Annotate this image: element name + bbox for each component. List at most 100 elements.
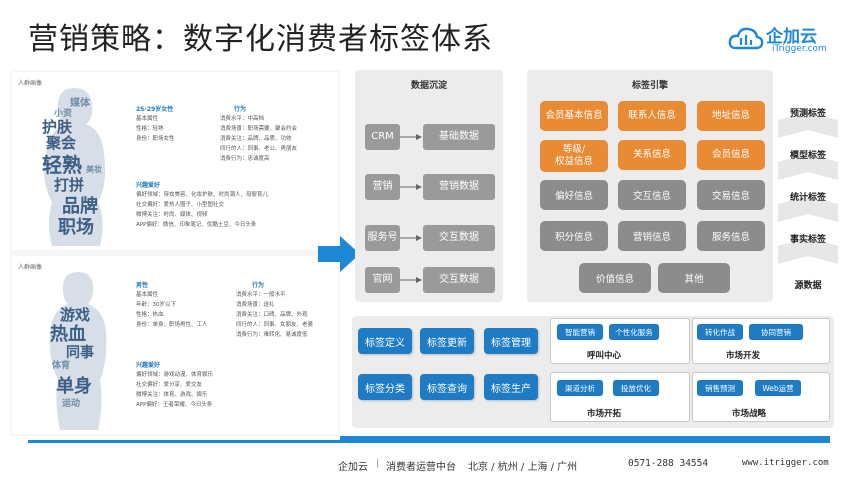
tag-manage-button[interactable]: 标签管理 — [484, 328, 538, 354]
persona-label: 人群画像 — [18, 80, 43, 87]
section-heading: 兴趣爱好 — [136, 362, 161, 369]
layer-statistical-tags: 统计标签 — [789, 193, 826, 203]
section-heading: 行为 — [252, 282, 265, 289]
layer-model-tags: 模型标签 — [789, 151, 826, 161]
divider-bar-accent — [340, 436, 830, 442]
smart-marketing-button[interactable]: 智能营销 — [557, 324, 603, 340]
interest-line: APP偏好：微信、印象笔记、优酷土豆、今日头条 — [136, 222, 257, 228]
layer-chevron-icon — [778, 238, 838, 264]
attr-line: 年龄：30岁以下 — [136, 302, 176, 308]
tag-interaction-info[interactable]: 交互信息 — [618, 180, 686, 210]
collab-marketing-button[interactable]: 协同营销 — [749, 324, 803, 340]
attr-list: 基本属性 性格：轻熟 身份：职场女性 — [136, 114, 175, 144]
word-cloud-term: 品牌 — [62, 196, 98, 217]
behavior-line: 消费场景：职场需要、聚会约会 — [220, 126, 298, 132]
target-basic-data[interactable]: 基础数据 — [423, 124, 495, 150]
word-cloud-term: 单身 — [56, 376, 92, 397]
personalized-service-button[interactable]: 个性化服务 — [609, 324, 659, 340]
tag-relation-info[interactable]: 关系信息 — [618, 140, 686, 170]
layer-chevron-icon — [778, 154, 838, 180]
cloud-logo-icon — [728, 27, 764, 50]
tag-transaction-info[interactable]: 交易信息 — [697, 180, 765, 210]
tag-address-info[interactable]: 地址信息 — [697, 101, 765, 131]
tag-points-info[interactable]: 积分信息 — [540, 221, 608, 251]
group-call-center: 智能营销 个性化服务 呼叫中心 — [550, 318, 690, 364]
behavior-line: 消费水平：一般水平 — [236, 292, 286, 298]
tag-member-info[interactable]: 会员信息 — [697, 140, 765, 170]
tag-classify-button[interactable]: 标签分类 — [358, 374, 412, 400]
footer-website[interactable]: www.itrigger.com — [742, 458, 829, 468]
layer-source-data: 源数据 — [794, 281, 822, 291]
tag-other-info[interactable]: 其他 — [658, 263, 730, 293]
channel-analysis-button[interactable]: 渠道分析 — [557, 380, 603, 396]
behavior-line: 消费行为：忠诚度高 — [220, 156, 270, 162]
tag-service-info[interactable]: 服务信息 — [697, 221, 765, 251]
behavior-line: 消费关注：品牌、品质、功效 — [220, 136, 292, 142]
tag-update-button[interactable]: 标签更新 — [420, 328, 474, 354]
tag-define-button[interactable]: 标签定义 — [358, 328, 412, 354]
source-service-account[interactable]: 服务号 — [365, 225, 400, 251]
delivery-optimization-button[interactable]: 投放优化 — [613, 380, 659, 396]
word-cloud-term: 游戏 — [60, 306, 91, 324]
section-heading: 25-29岁女性 — [136, 106, 174, 113]
word-cloud-term: 护肤 — [42, 118, 73, 136]
interest-line: 偏好领域：游戏动漫、体育娱乐 — [136, 372, 214, 378]
word-cloud-term: 热血 — [50, 324, 86, 345]
female-silhouette-icon — [44, 88, 106, 246]
target-marketing-data[interactable]: 营销数据 — [423, 174, 495, 200]
target-interaction-data[interactable]: 交互数据 — [423, 225, 495, 251]
interest-line: 微博关注：时尚、媒体、视频 — [136, 212, 208, 218]
tag-marketing-info[interactable]: 营销信息 — [618, 221, 686, 251]
word-cloud-term: 轻熟 — [42, 153, 82, 177]
interest-line: 微博关注：体育、游戏、娱乐 — [136, 392, 208, 398]
persona-panel: 人群画像 媒体 小资 护肤 聚会 轻熟 美妆 打拼 品牌 职场 25-29岁女性… — [10, 70, 340, 436]
attr-line: 身份：单身、职场男性、工人 — [136, 322, 208, 328]
behavior-line: 消费关注：口碑、品牌、外观 — [236, 312, 308, 318]
attr-line: 基本属性 — [136, 292, 159, 298]
tag-value-info[interactable]: 价值信息 — [579, 263, 651, 293]
conversion-ops-button[interactable]: 转化作战 — [697, 324, 743, 340]
section-heading: 男性 — [136, 282, 149, 289]
group-label: 呼叫中心 — [586, 351, 621, 361]
attr-line: 身份：职场女性 — [136, 136, 175, 142]
group-market-expansion: 渠道分析 投放优化 市场开拓 — [550, 372, 690, 422]
tag-contact-info[interactable]: 联系人信息 — [618, 101, 686, 131]
behavior-line: 消费水平：中高档 — [220, 116, 265, 122]
footer-slogan: 消费者运营中台 — [386, 462, 456, 473]
word-cloud-term: 媒体 — [70, 98, 90, 109]
tag-member-basic-info[interactable]: 会员基本信息 — [540, 101, 608, 131]
word-cloud-term: 同事 — [66, 345, 94, 361]
footer-phone: 0571-288 34554 — [628, 458, 709, 469]
word-cloud-term: 运动 — [62, 399, 81, 409]
behavior-line: 同行的人：同事、女朋友、老婆 — [236, 322, 314, 328]
behavior-list: 消费水平：中高档 消费场景：职场需要、聚会约会 消费关注：品牌、品质、功效 同行… — [220, 114, 297, 164]
attr-list: 基本属性 年龄：30岁以下 性格：热血 身份：单身、职场男性、工人 — [136, 290, 208, 330]
sales-forecast-button[interactable]: 销售预测 — [697, 380, 743, 396]
interest-list: 偏好领域：穿衣美容、化妆护肤、时尚潮人、母婴育儿 社交偏好：爱热人圈子、小型图社… — [136, 190, 268, 230]
behavior-list: 消费水平：一般水平 消费场景：送礼 消费关注：口碑、品牌、外观 同行的人：同事、… — [236, 290, 313, 340]
group-market-strategy: 销售预测 Web运营 市场战略 — [692, 372, 830, 422]
tag-query-button[interactable]: 标签查询 — [420, 374, 474, 400]
word-cloud-term: 职场 — [58, 217, 94, 238]
interest-list: 偏好领域：游戏动漫、体育娱乐 社交偏好：爱分享、爱交友 微博关注：体育、游戏、娱… — [136, 370, 213, 410]
footer-cities: 北京 / 杭州 / 上海 / 广州 — [468, 462, 578, 473]
layer-chevron-icon — [778, 196, 838, 222]
source-website[interactable]: 官网 — [365, 267, 400, 293]
panel-title: 标签引擎 — [631, 81, 668, 91]
page-title: 营销策略：数字化消费者标签体系 — [28, 22, 493, 57]
interest-line: 社交偏好：爱热人圈子、小型图社交 — [136, 202, 225, 208]
persona-card-female: 人群画像 媒体 小资 护肤 聚会 轻熟 美妆 打拼 品牌 职场 25-29岁女性… — [12, 72, 338, 250]
word-cloud-term: 打拼 — [54, 176, 85, 194]
source-crm[interactable]: CRM — [365, 124, 400, 150]
logo-name: 企加云 — [766, 27, 817, 47]
web-operations-button[interactable]: Web运营 — [755, 380, 801, 396]
word-cloud-term: 小资 — [54, 109, 73, 119]
target-interaction-data[interactable]: 交互数据 — [423, 267, 495, 293]
tag-produce-button[interactable]: 标签生产 — [484, 374, 538, 400]
layer-chevron-icon — [778, 112, 838, 138]
panel-title: 数据沉淀 — [410, 81, 447, 91]
source-marketing[interactable]: 营销 — [365, 174, 400, 200]
tag-level-rights-info[interactable]: 等级/ 权益信息 — [540, 140, 608, 172]
tag-preference-info[interactable]: 偏好信息 — [540, 180, 608, 210]
data-sedimentation-panel: 数据沉淀 CRM 营销 服务号 官网 基础数据 营销数据 交互数据 交互数据 — [355, 70, 503, 302]
